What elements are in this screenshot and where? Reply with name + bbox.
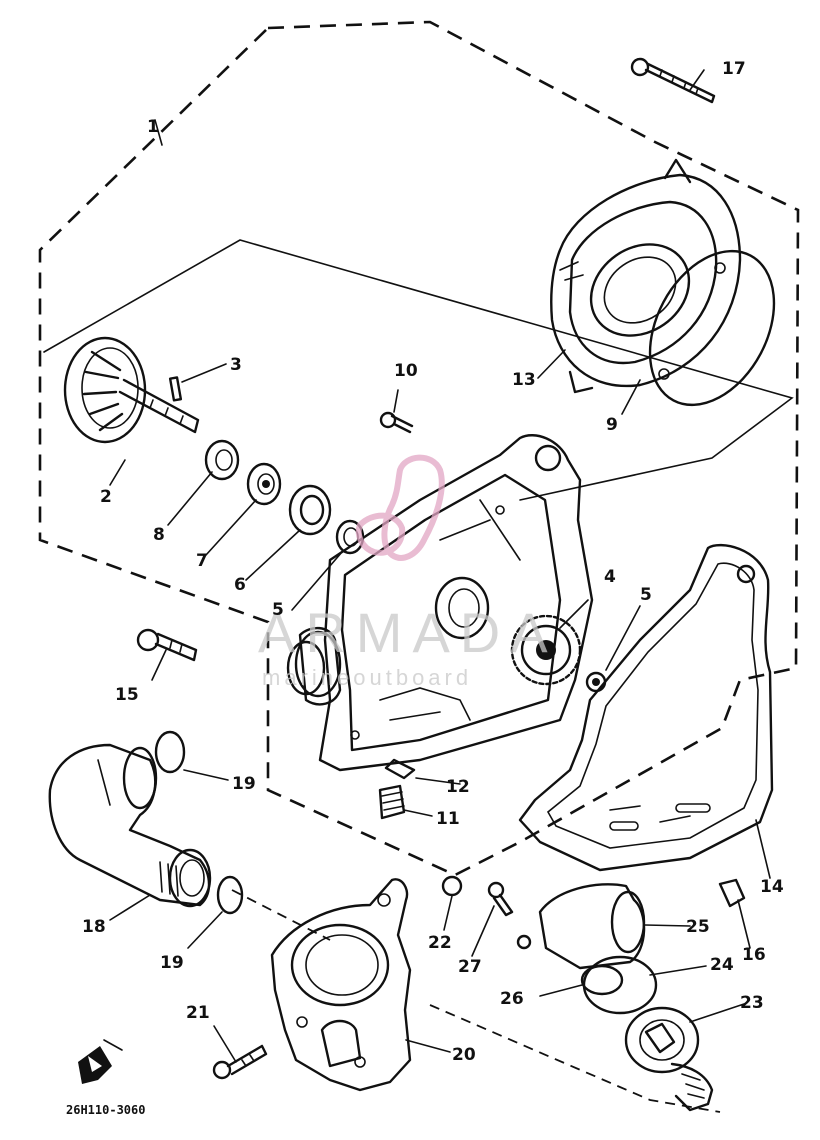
- part-7-seal: [246, 462, 282, 506]
- part-16-plug: [718, 878, 746, 908]
- part-3-pin: [168, 376, 183, 402]
- callout-15: 15: [115, 685, 139, 705]
- part-6-bearing: [288, 484, 332, 536]
- callout-4: 4: [604, 567, 616, 587]
- callout-22: 22: [428, 933, 452, 953]
- callout-24: 24: [710, 955, 734, 975]
- callout-1: 1: [147, 117, 159, 137]
- part-21-bolt: [212, 1044, 268, 1080]
- callout-13: 13: [512, 370, 536, 390]
- callout-18: 18: [82, 917, 106, 937]
- watermark: ARMADA marineoutboard: [258, 454, 558, 690]
- watermark-logo-icon: [355, 454, 445, 561]
- callout-17: 17: [722, 59, 746, 79]
- callout-5: 5: [272, 600, 284, 620]
- callout-19-upper: 19: [232, 774, 256, 794]
- diagram-part-code: 26H110-3060: [66, 1103, 145, 1117]
- part-4-drive-gear: [510, 614, 582, 686]
- callout-2: 2: [100, 487, 112, 507]
- callout-10: 10: [394, 361, 418, 381]
- part-19-o-ring-upper: [154, 730, 186, 774]
- callout-27: 27: [458, 957, 482, 977]
- callout-26: 26: [500, 989, 524, 1009]
- callout-12: 12: [446, 777, 470, 797]
- main-pump-subassembly-frame: [43, 239, 794, 501]
- callout-16: 16: [742, 945, 766, 965]
- part-15-bolt: [136, 628, 198, 662]
- watermark-title: ARMADA: [258, 601, 558, 664]
- part-2-impeller: [63, 336, 200, 444]
- part-10-bolt: [379, 411, 414, 434]
- leader-lines: [109, 69, 771, 1063]
- part-20-thermostat-housing: [270, 878, 412, 1092]
- callout-3: 3: [230, 355, 242, 375]
- part-14-gasket: [518, 543, 774, 872]
- part-18-elbow-pipe: [48, 743, 212, 908]
- part-5-small-seal: [585, 671, 607, 693]
- part-19-o-ring-lower: [216, 875, 244, 915]
- part-24-gasket: [582, 955, 658, 1015]
- callout-6: 6: [234, 575, 246, 595]
- part-11-drain-bolt: [378, 784, 406, 820]
- pump-body-housing: [294, 434, 594, 772]
- part-12-washer: [384, 758, 416, 780]
- part-13-cover: [550, 158, 742, 394]
- watermark-subtitle: marineoutboard: [262, 665, 472, 690]
- part-23-thermostat: [624, 1006, 714, 1112]
- callout-7: 7: [196, 551, 208, 571]
- callout-14: 14: [760, 877, 784, 897]
- callout-8: 8: [153, 525, 165, 545]
- assembly-outline-dashed: [38, 20, 800, 877]
- callout-19-lower: 19: [160, 953, 184, 973]
- callout-20: 20: [452, 1045, 476, 1065]
- part-25-thermostat-cover: [516, 883, 646, 970]
- callout-25: 25: [686, 917, 710, 937]
- part-9-o-ring: [648, 249, 776, 407]
- callout-21: 21: [186, 1003, 210, 1023]
- pipe-socket-ring: [286, 640, 326, 696]
- part-22-cap: [441, 875, 463, 897]
- part-26-o-ring: [580, 964, 624, 996]
- part-27-bolt: [487, 881, 514, 917]
- front-direction-icon: [78, 1039, 123, 1084]
- part-17-bolt: [630, 57, 716, 104]
- callout-11: 11: [436, 809, 460, 829]
- part-8-seal: [204, 439, 240, 481]
- callout-9: 9: [606, 415, 618, 435]
- callout-5b: 5: [640, 585, 652, 605]
- callout-23: 23: [740, 993, 764, 1013]
- callout-labels: 1 17 3 10 13 9 2 8 7 6 5 4 5 15 19 12 11…: [82, 59, 784, 1065]
